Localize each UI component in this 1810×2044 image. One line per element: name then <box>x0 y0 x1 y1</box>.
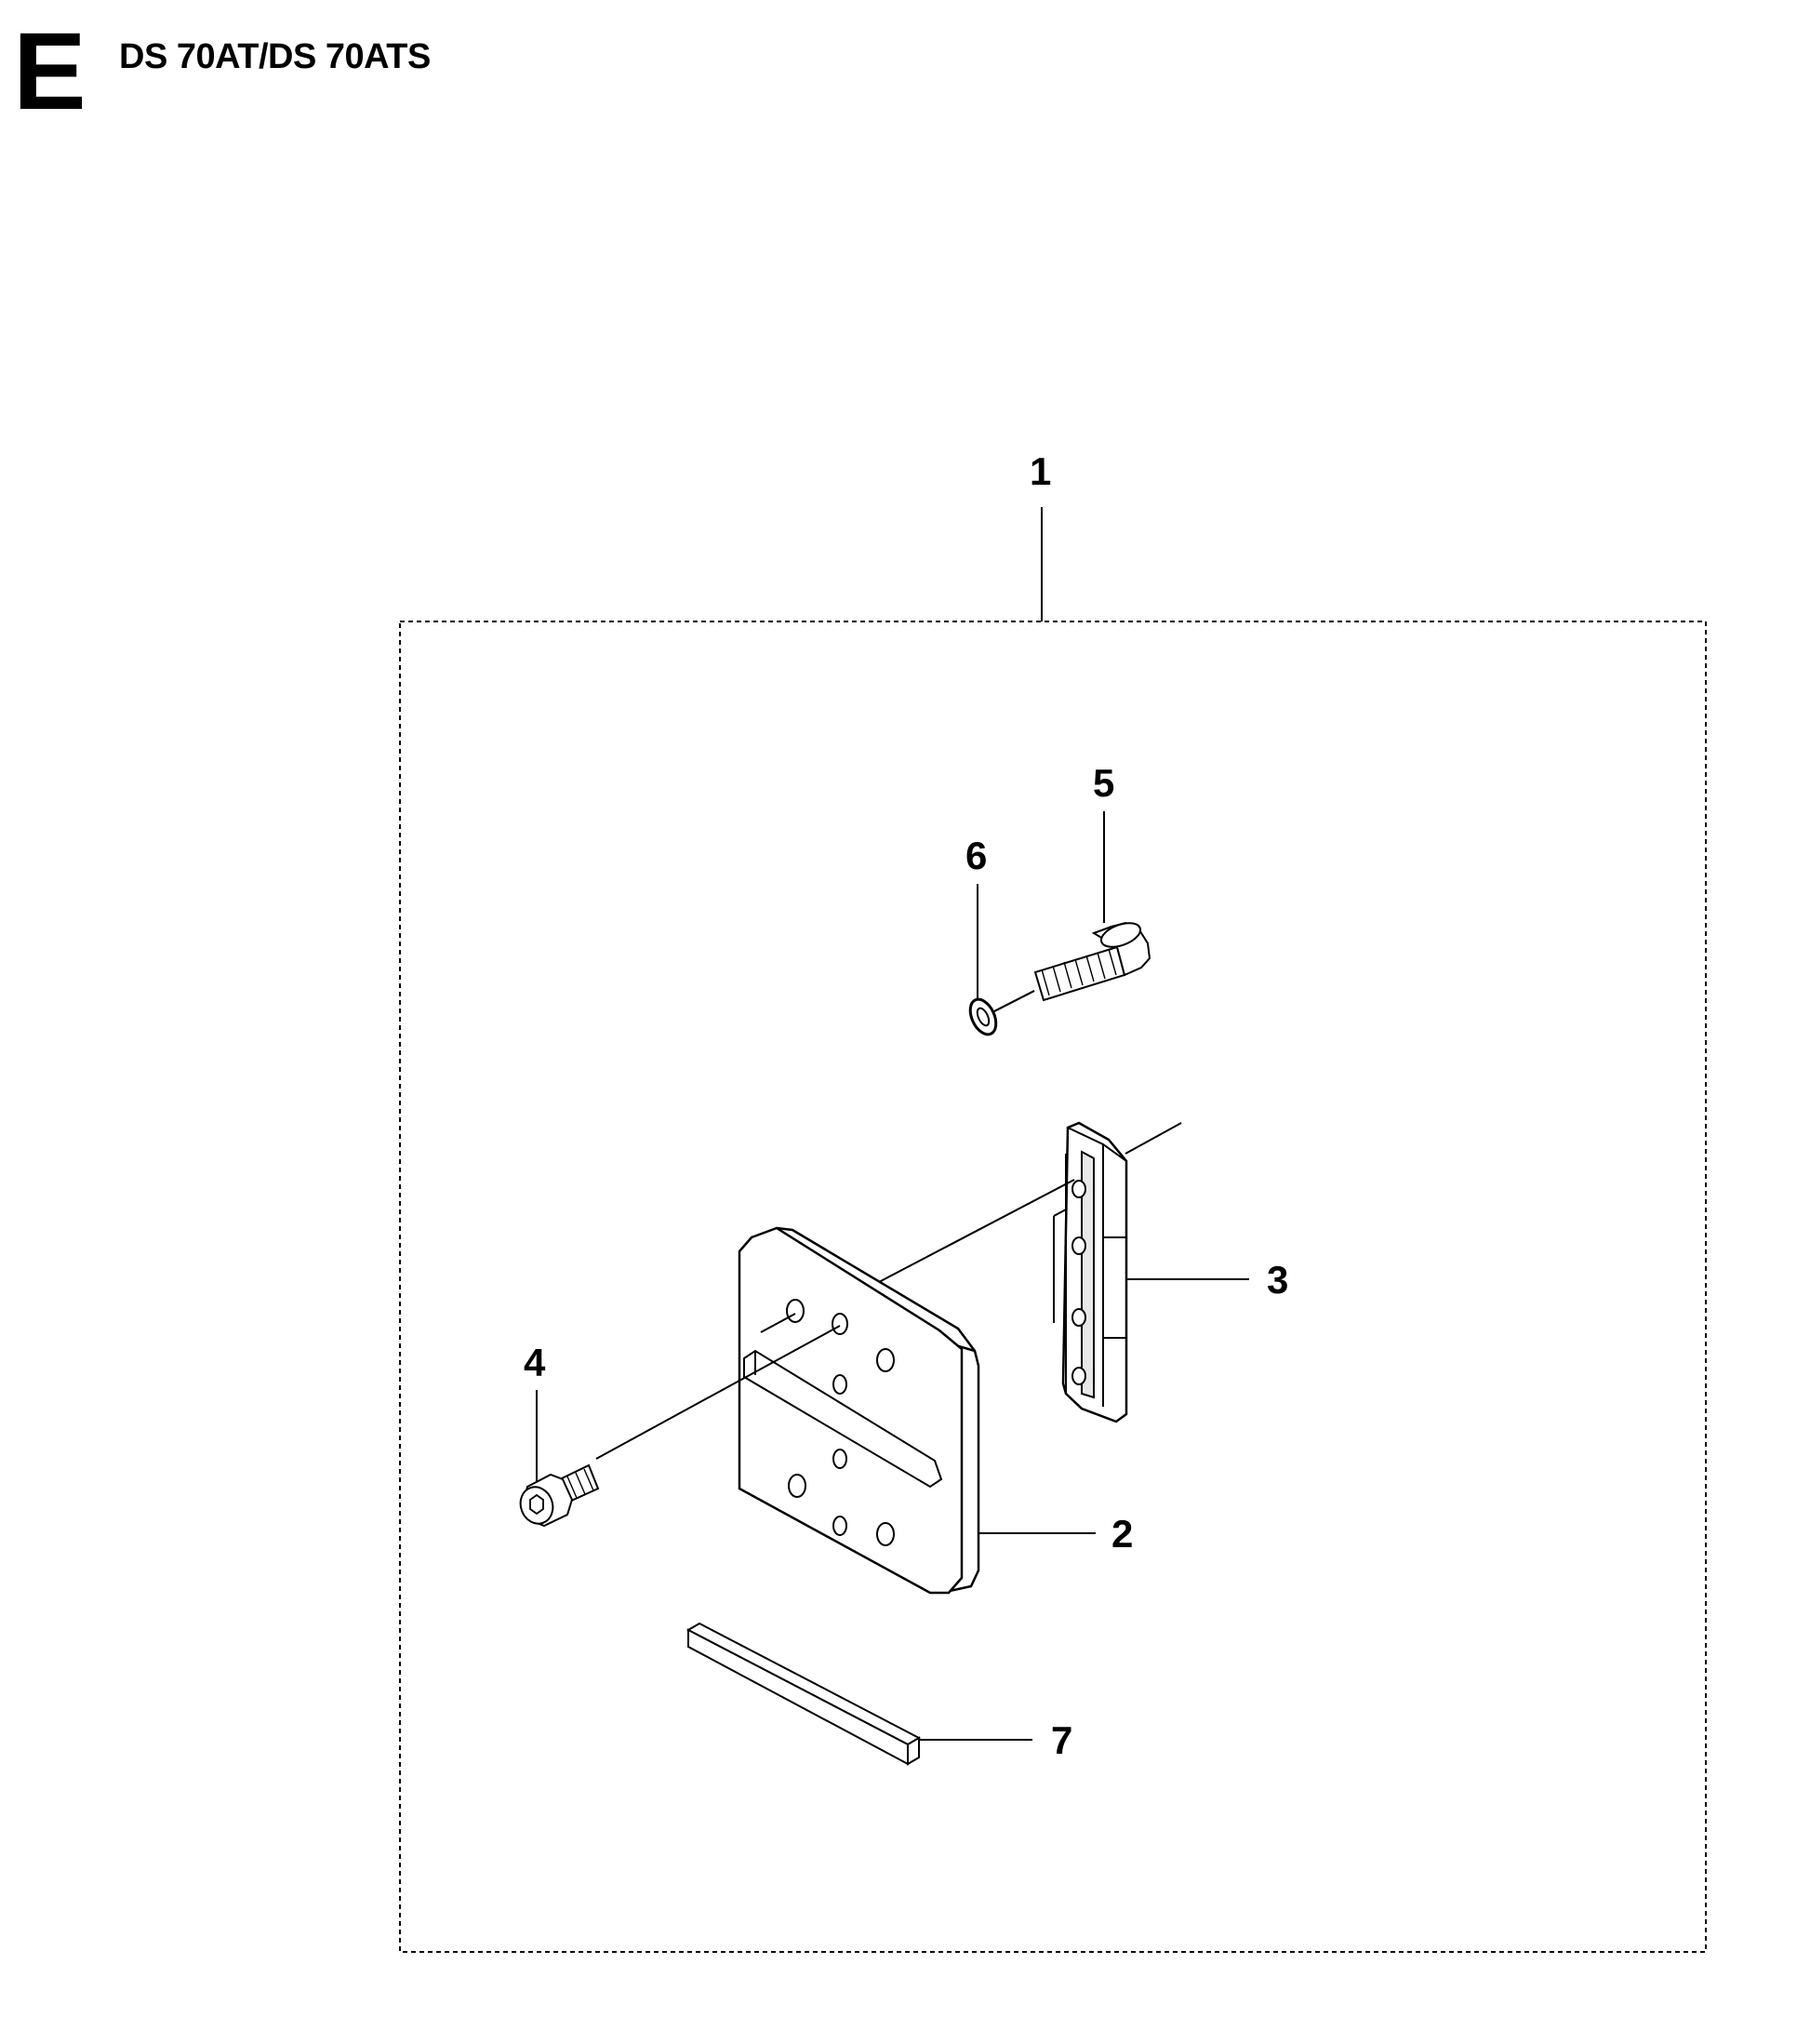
part-2-mounting-plate <box>738 1226 980 1595</box>
callout-6: 6 <box>965 834 987 877</box>
model-title: DS 70AT/DS 70ATS <box>119 37 431 76</box>
callout-7: 7 <box>1051 1718 1072 1762</box>
part-6-washer <box>968 997 998 1036</box>
callout-4: 4 <box>524 1341 546 1384</box>
callout-1: 1 <box>1030 449 1051 493</box>
part-5-cap-screw <box>1033 921 1151 1002</box>
part-3-guide-rail <box>1053 1121 1128 1423</box>
part-7-key-bar <box>685 1622 922 1766</box>
callout-5: 5 <box>1093 761 1114 805</box>
section-letter: E <box>13 10 87 133</box>
callout-3: 3 <box>1267 1258 1288 1302</box>
assembly-line-rail-to-plate <box>1125 1122 1182 1155</box>
kit-boundary <box>399 621 1707 1953</box>
part-4-cap-screw <box>519 1325 841 1528</box>
callout-2: 2 <box>1111 1512 1133 1556</box>
